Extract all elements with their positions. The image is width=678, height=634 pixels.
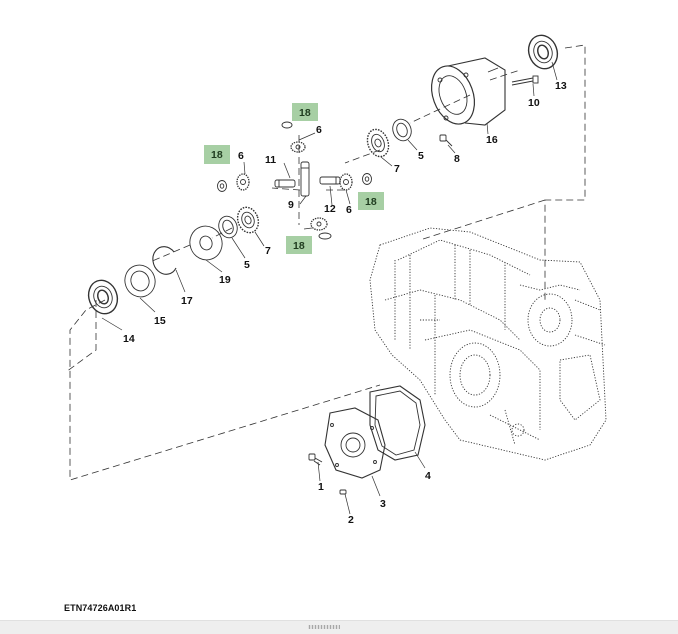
diagram-viewer: 1 2 3 4 5 5 6 6 6 7 7 8 9 10 11 12 13 14… bbox=[64, 34, 607, 613]
part-washer-18-right bbox=[362, 173, 372, 185]
part-seal-13 bbox=[527, 34, 559, 70]
drag-handle-icon[interactable] bbox=[308, 625, 340, 629]
callout-11: 11 bbox=[265, 154, 276, 166]
highlight-18-left: 18 bbox=[204, 145, 230, 164]
part-differential-housing-16 bbox=[430, 57, 506, 126]
part-pinion-gear-6-bottom bbox=[310, 217, 328, 231]
highlight-18-top: 18 bbox=[292, 103, 318, 121]
callout-7-lower: 7 bbox=[265, 245, 271, 257]
viewer-bottom-bar bbox=[0, 620, 678, 634]
svg-text:18: 18 bbox=[365, 196, 377, 208]
callout-16: 16 bbox=[486, 134, 498, 146]
part-thrust-washer-5-lower bbox=[218, 215, 238, 239]
leader-lines bbox=[101, 61, 558, 515]
callout-labels: 1 2 3 4 5 5 6 6 6 7 7 8 9 10 11 12 13 14… bbox=[123, 80, 567, 526]
callout-7-upper: 7 bbox=[394, 163, 400, 175]
part-seal-14 bbox=[87, 279, 119, 315]
part-washer-19 bbox=[189, 225, 223, 261]
callout-2: 2 bbox=[348, 514, 354, 526]
callout-6-top: 6 bbox=[316, 124, 322, 136]
callout-17: 17 bbox=[181, 295, 193, 307]
highlight-18-right: 18 bbox=[358, 192, 384, 210]
callout-12: 12 bbox=[324, 203, 336, 215]
part-side-gear-7-upper bbox=[366, 128, 390, 158]
part-bolt-1 bbox=[308, 453, 323, 466]
highlighted-callouts: 18 18 18 18 bbox=[204, 103, 384, 254]
callout-13: 13 bbox=[555, 80, 567, 92]
part-gasket-4 bbox=[369, 385, 426, 461]
part-thrust-washer-5-upper bbox=[392, 118, 412, 142]
svg-text:18: 18 bbox=[293, 240, 305, 252]
highlight-18-bottom: 18 bbox=[286, 236, 312, 254]
callout-6-left: 6 bbox=[238, 150, 244, 162]
callout-8: 8 bbox=[454, 153, 460, 165]
callout-1: 1 bbox=[318, 481, 324, 493]
part-pinion-gear-6-right bbox=[339, 173, 353, 191]
part-shim-15 bbox=[124, 264, 156, 298]
diagram-code-label: ETN74726A01R1 bbox=[64, 603, 137, 613]
part-shaft-12 bbox=[319, 176, 341, 185]
part-shaft-9 bbox=[300, 161, 310, 197]
part-bolt-8 bbox=[439, 134, 453, 147]
callout-6-right: 6 bbox=[346, 204, 352, 216]
part-washer-18-top bbox=[281, 121, 293, 129]
assembly-lines bbox=[65, 44, 586, 481]
callout-5-lower: 5 bbox=[244, 259, 250, 271]
part-washer-18-bottom bbox=[318, 232, 332, 240]
part-pinion-gear-6-top bbox=[290, 141, 306, 153]
callout-5-upper: 5 bbox=[418, 150, 424, 162]
callout-10: 10 bbox=[528, 97, 540, 109]
part-bolt-10 bbox=[511, 75, 539, 86]
callout-4: 4 bbox=[425, 470, 431, 482]
svg-text:18: 18 bbox=[211, 149, 223, 161]
part-side-gear-7-lower bbox=[236, 206, 260, 234]
part-washer-18-left bbox=[217, 180, 227, 192]
callout-3: 3 bbox=[380, 498, 386, 510]
svg-text:18: 18 bbox=[299, 107, 311, 119]
callout-19: 19 bbox=[219, 274, 231, 286]
part-pinion-gear-6-left bbox=[236, 173, 250, 191]
transmission-case bbox=[369, 227, 607, 461]
callout-15: 15 bbox=[154, 315, 166, 327]
exploded-parts-diagram: 1 2 3 4 5 5 6 6 6 7 7 8 9 10 11 12 13 14… bbox=[65, 34, 607, 526]
part-snap-ring-17 bbox=[152, 246, 177, 275]
callout-9: 9 bbox=[288, 199, 294, 211]
part-shaft-11 bbox=[274, 179, 296, 188]
callout-14: 14 bbox=[123, 333, 135, 345]
part-pin-2 bbox=[339, 489, 347, 495]
part-flange-plate-3 bbox=[324, 407, 386, 479]
